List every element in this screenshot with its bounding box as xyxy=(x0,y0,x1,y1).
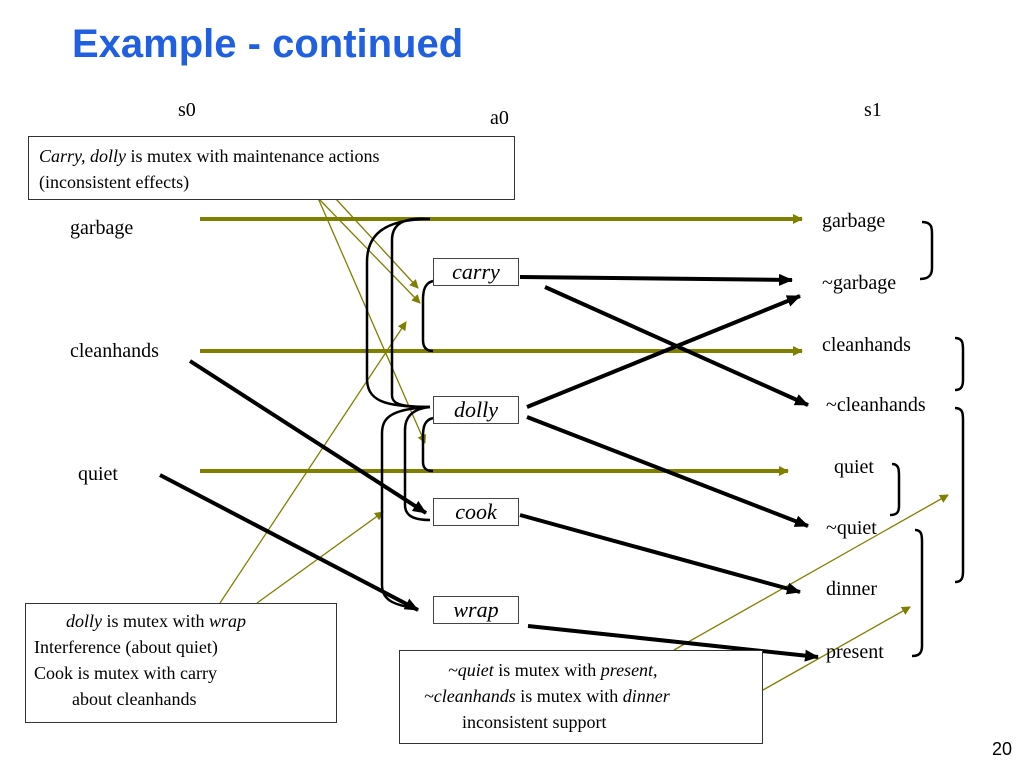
edge-quiet-wrap xyxy=(159,473,419,612)
mutex-bracket-notquiet xyxy=(911,528,924,658)
note-bottom-i1: ~quiet xyxy=(448,660,494,680)
note-left-mid: is mutex with xyxy=(102,611,209,631)
s0-prop-garbage: garbage xyxy=(70,217,134,239)
s0-prop-quiet: quiet xyxy=(78,463,118,485)
mutex-bracket-garbage xyxy=(919,220,934,281)
s1-prop-not-cleanhands: ~cleanhands xyxy=(826,394,926,416)
s0-prop-cleanhands: cleanhands xyxy=(70,340,159,362)
pointer-line xyxy=(673,494,949,651)
note-top-line2: (inconsistent effects) xyxy=(39,172,190,193)
s1-prop-not-quiet: ~quiet xyxy=(826,517,877,539)
page-title: Example - continued xyxy=(72,22,464,66)
note-top-italic: Carry, dolly xyxy=(39,146,127,166)
s1-prop-not-garbage: ~garbage xyxy=(822,272,897,294)
action-wrap: wrap xyxy=(433,596,519,624)
s1-prop-cleanhands: cleanhands xyxy=(822,334,911,356)
note-bottom: ~quiet is mutex with present, ~cleanhand… xyxy=(399,650,763,744)
edge-wrap-present xyxy=(527,624,819,662)
note-bottom-mid1: is mutex with xyxy=(493,660,601,680)
page-number: 20 xyxy=(991,739,1012,759)
mutex-arc-cook xyxy=(403,405,431,522)
edge-carry-notgarbage xyxy=(519,273,793,286)
s1-prop-quiet: quiet xyxy=(834,456,874,478)
pointer-line xyxy=(317,197,426,444)
mutex-arc-dolly xyxy=(421,416,434,473)
s1-prop-present: present xyxy=(826,641,884,663)
mutex-arc-maintenance xyxy=(390,217,431,409)
pointer-line xyxy=(219,321,407,604)
note-bottom-mid2: is mutex with xyxy=(515,686,623,707)
edge-dolly-notgarbage xyxy=(526,294,801,409)
mutex-arc-carry xyxy=(421,279,434,353)
edge-cleanhands-cook xyxy=(188,359,428,515)
level-a0-label: a0 xyxy=(490,107,509,129)
action-cook: cook xyxy=(433,498,519,526)
mutex-arc-outer xyxy=(365,217,431,409)
pointer-line xyxy=(762,606,911,691)
pointer-line xyxy=(334,197,419,289)
action-carry: carry xyxy=(433,258,519,286)
level-s0-label: s0 xyxy=(178,99,196,121)
note-left-i2: wrap xyxy=(209,611,247,631)
note-bottom-i3: ~cleanhands xyxy=(424,686,516,707)
mutex-bracket-quiet xyxy=(889,462,901,517)
note-left-line2: Interference (about quiet) xyxy=(34,637,218,658)
note-left: dolly is mutex with wrap Interference (a… xyxy=(25,603,337,723)
note-bottom-i2: present, xyxy=(600,660,658,680)
mutex-bracket-notcleanhands xyxy=(954,406,965,584)
note-left-line4: about cleanhands xyxy=(72,689,197,710)
note-bottom-line3: inconsistent support xyxy=(462,712,607,733)
note-left-i1: dolly xyxy=(66,611,102,631)
s1-prop-garbage: garbage xyxy=(822,210,886,232)
s1-prop-dinner: dinner xyxy=(826,578,878,600)
level-s1-label: s1 xyxy=(864,99,882,121)
edge-cook-dinner xyxy=(519,513,801,595)
mutex-arc-wrap xyxy=(380,405,431,610)
note-top: Carry, dolly is mutex with maintenance a… xyxy=(28,136,515,200)
note-bottom-i4: dinner xyxy=(622,686,670,707)
note-top-rest: is mutex with maintenance actions xyxy=(126,146,380,166)
mutex-bracket-cleanhands xyxy=(954,336,965,392)
action-dolly: dolly xyxy=(433,396,519,424)
note-left-line3: Cook is mutex with carry xyxy=(34,663,217,684)
edge-dolly-notquiet xyxy=(526,415,809,528)
